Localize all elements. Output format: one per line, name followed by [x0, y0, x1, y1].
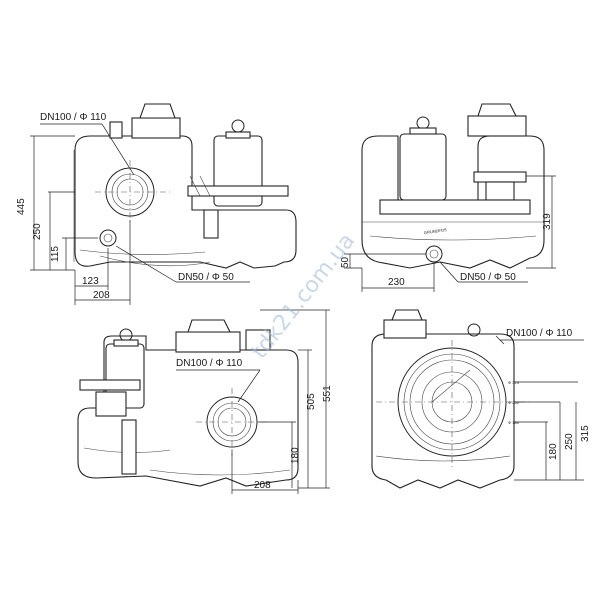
dim-445: 445 [16, 198, 27, 215]
dim-115: 115 [50, 246, 61, 262]
side-view-left: DN100 / Φ 110 DN50 / Φ 50 445 250 115 12… [16, 103, 297, 305]
side-view-right: GRUNDFOS 319 50 230 DN50 / Φ 50 [340, 103, 556, 292]
callout-inlet-1: DN100 / Φ 110 [40, 112, 107, 123]
small-inlet [99, 229, 117, 247]
dim-551: 551 [322, 385, 333, 402]
brand-label: GRUNDFOS [424, 227, 448, 235]
dim-180-right: 180 [548, 443, 559, 460]
dim-230: 230 [388, 277, 405, 288]
callout-inlet-2: DN100 / Φ 110 [176, 358, 243, 369]
dim-250-left: 250 [32, 223, 43, 240]
tank-body-front [371, 333, 515, 489]
callout-inlet-3: DN100 / Φ 110 [506, 328, 573, 339]
dim-505: 505 [306, 393, 317, 410]
dim-208-bottom: 208 [254, 480, 271, 491]
front-view: Φ 315 Φ 250 Φ 180 DN100 / Φ 110 315 250 … [371, 309, 591, 489]
dim-50: 50 [340, 256, 351, 268]
callout-small-1: DN50 / Φ 50 [178, 272, 234, 283]
ring-label-250: Φ 250 [508, 400, 520, 405]
dim-180-back: 180 [290, 447, 301, 464]
dim-319: 319 [542, 213, 553, 230]
back-view: DN100 / Φ 110 505 551 180 208 [77, 309, 333, 494]
callout-small-2: DN50 / Φ 50 [460, 272, 516, 283]
ring-label-315: Φ 315 [508, 380, 520, 385]
dim-123: 123 [82, 276, 99, 287]
dim-250-right: 250 [564, 433, 575, 450]
dim-208-top: 208 [93, 290, 110, 301]
ring-label-180: Φ 180 [508, 420, 520, 425]
tank-body-right [361, 135, 545, 269]
dim-315: 315 [580, 425, 591, 442]
